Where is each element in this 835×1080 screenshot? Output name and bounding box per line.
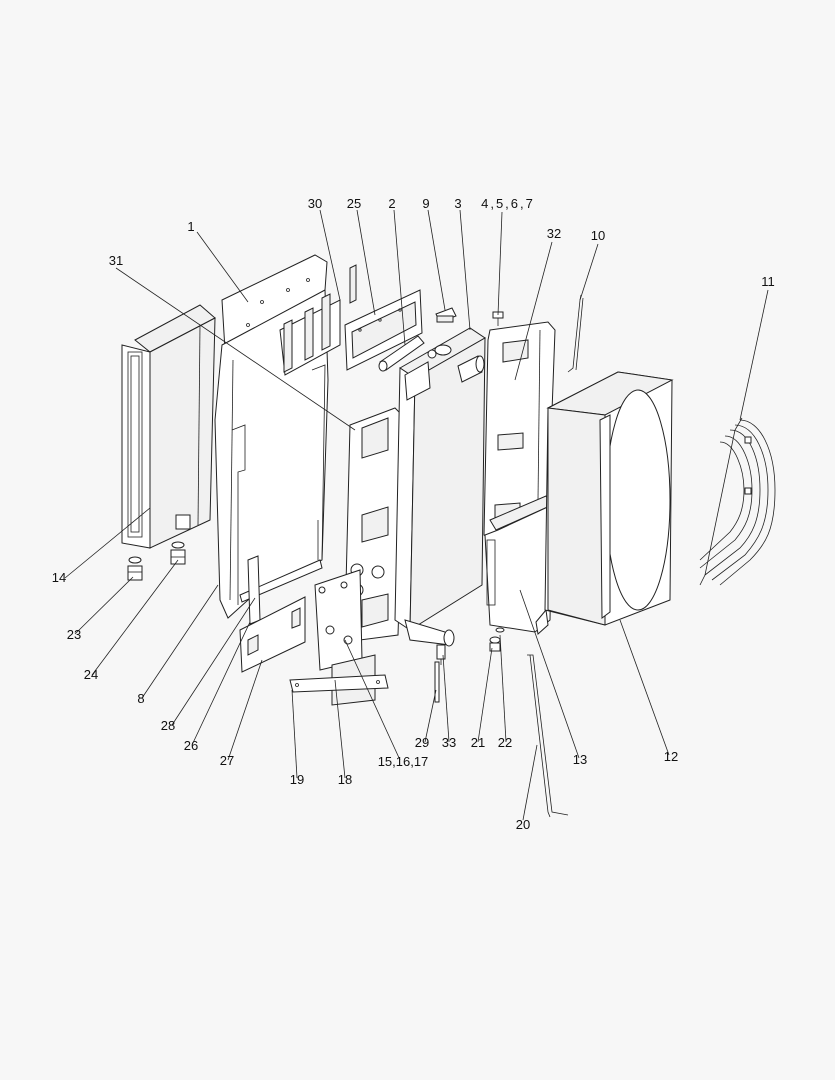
part-14-cooler-core xyxy=(121,304,216,549)
label-21: 21 xyxy=(471,735,485,750)
part-25-frame xyxy=(344,289,423,371)
part-22-fitting xyxy=(495,627,505,633)
part-33-drain-valve xyxy=(436,644,446,665)
label-18: 18 xyxy=(338,772,352,787)
part-8-side-plate xyxy=(214,289,329,619)
part-10-pin xyxy=(567,294,584,373)
label-2: 2 xyxy=(388,196,395,211)
part-13-lower-shroud xyxy=(484,495,553,635)
part-20-rod xyxy=(527,654,569,818)
leader-lines xyxy=(64,209,769,821)
part-23-fitting xyxy=(127,556,143,581)
label-28: 28 xyxy=(161,718,175,733)
label-31: 31 xyxy=(109,253,123,268)
part-24-fitting xyxy=(170,541,186,565)
label-1: 1 xyxy=(187,219,194,234)
label-8: 8 xyxy=(137,691,144,706)
label-14: 14 xyxy=(52,570,66,585)
label-3: 3 xyxy=(454,196,461,211)
part-9-cap xyxy=(435,307,457,323)
part-28-strip xyxy=(239,559,323,603)
label-13: 13 xyxy=(573,752,587,767)
part-29-drain-pipe xyxy=(434,661,440,703)
part-3-radiator xyxy=(394,327,486,647)
part-30-bracket xyxy=(279,264,357,376)
label-30: 30 xyxy=(308,196,322,211)
label-20: 20 xyxy=(516,817,530,832)
label-15-16-17: 15,16,17 xyxy=(378,754,429,769)
label-24: 24 xyxy=(84,667,98,682)
label-25: 25 xyxy=(347,196,361,211)
part-12-fan-shroud xyxy=(544,371,674,626)
part-26-bracket xyxy=(247,555,261,625)
part-27-plate xyxy=(239,596,306,673)
label-27: 27 xyxy=(220,753,234,768)
label-12: 12 xyxy=(664,749,678,764)
label-10: 10 xyxy=(591,228,605,243)
label-4-5-6-7: 4,5,6,7 xyxy=(481,196,535,211)
label-9: 9 xyxy=(422,196,429,211)
label-32: 32 xyxy=(547,226,561,241)
label-29: 29 xyxy=(415,735,429,750)
label-33: 33 xyxy=(442,735,456,750)
label-19: 19 xyxy=(290,772,304,787)
label-11: 11 xyxy=(761,274,775,289)
part-19-base-plate xyxy=(289,674,389,693)
label-23: 23 xyxy=(67,627,81,642)
label-26: 26 xyxy=(184,738,198,753)
callout-labels: 1 30 25 2 9 3 4,5,6,7 32 10 11 31 14 23 … xyxy=(52,196,775,832)
part-11-fan-guard xyxy=(699,417,776,586)
label-22: 22 xyxy=(498,735,512,750)
